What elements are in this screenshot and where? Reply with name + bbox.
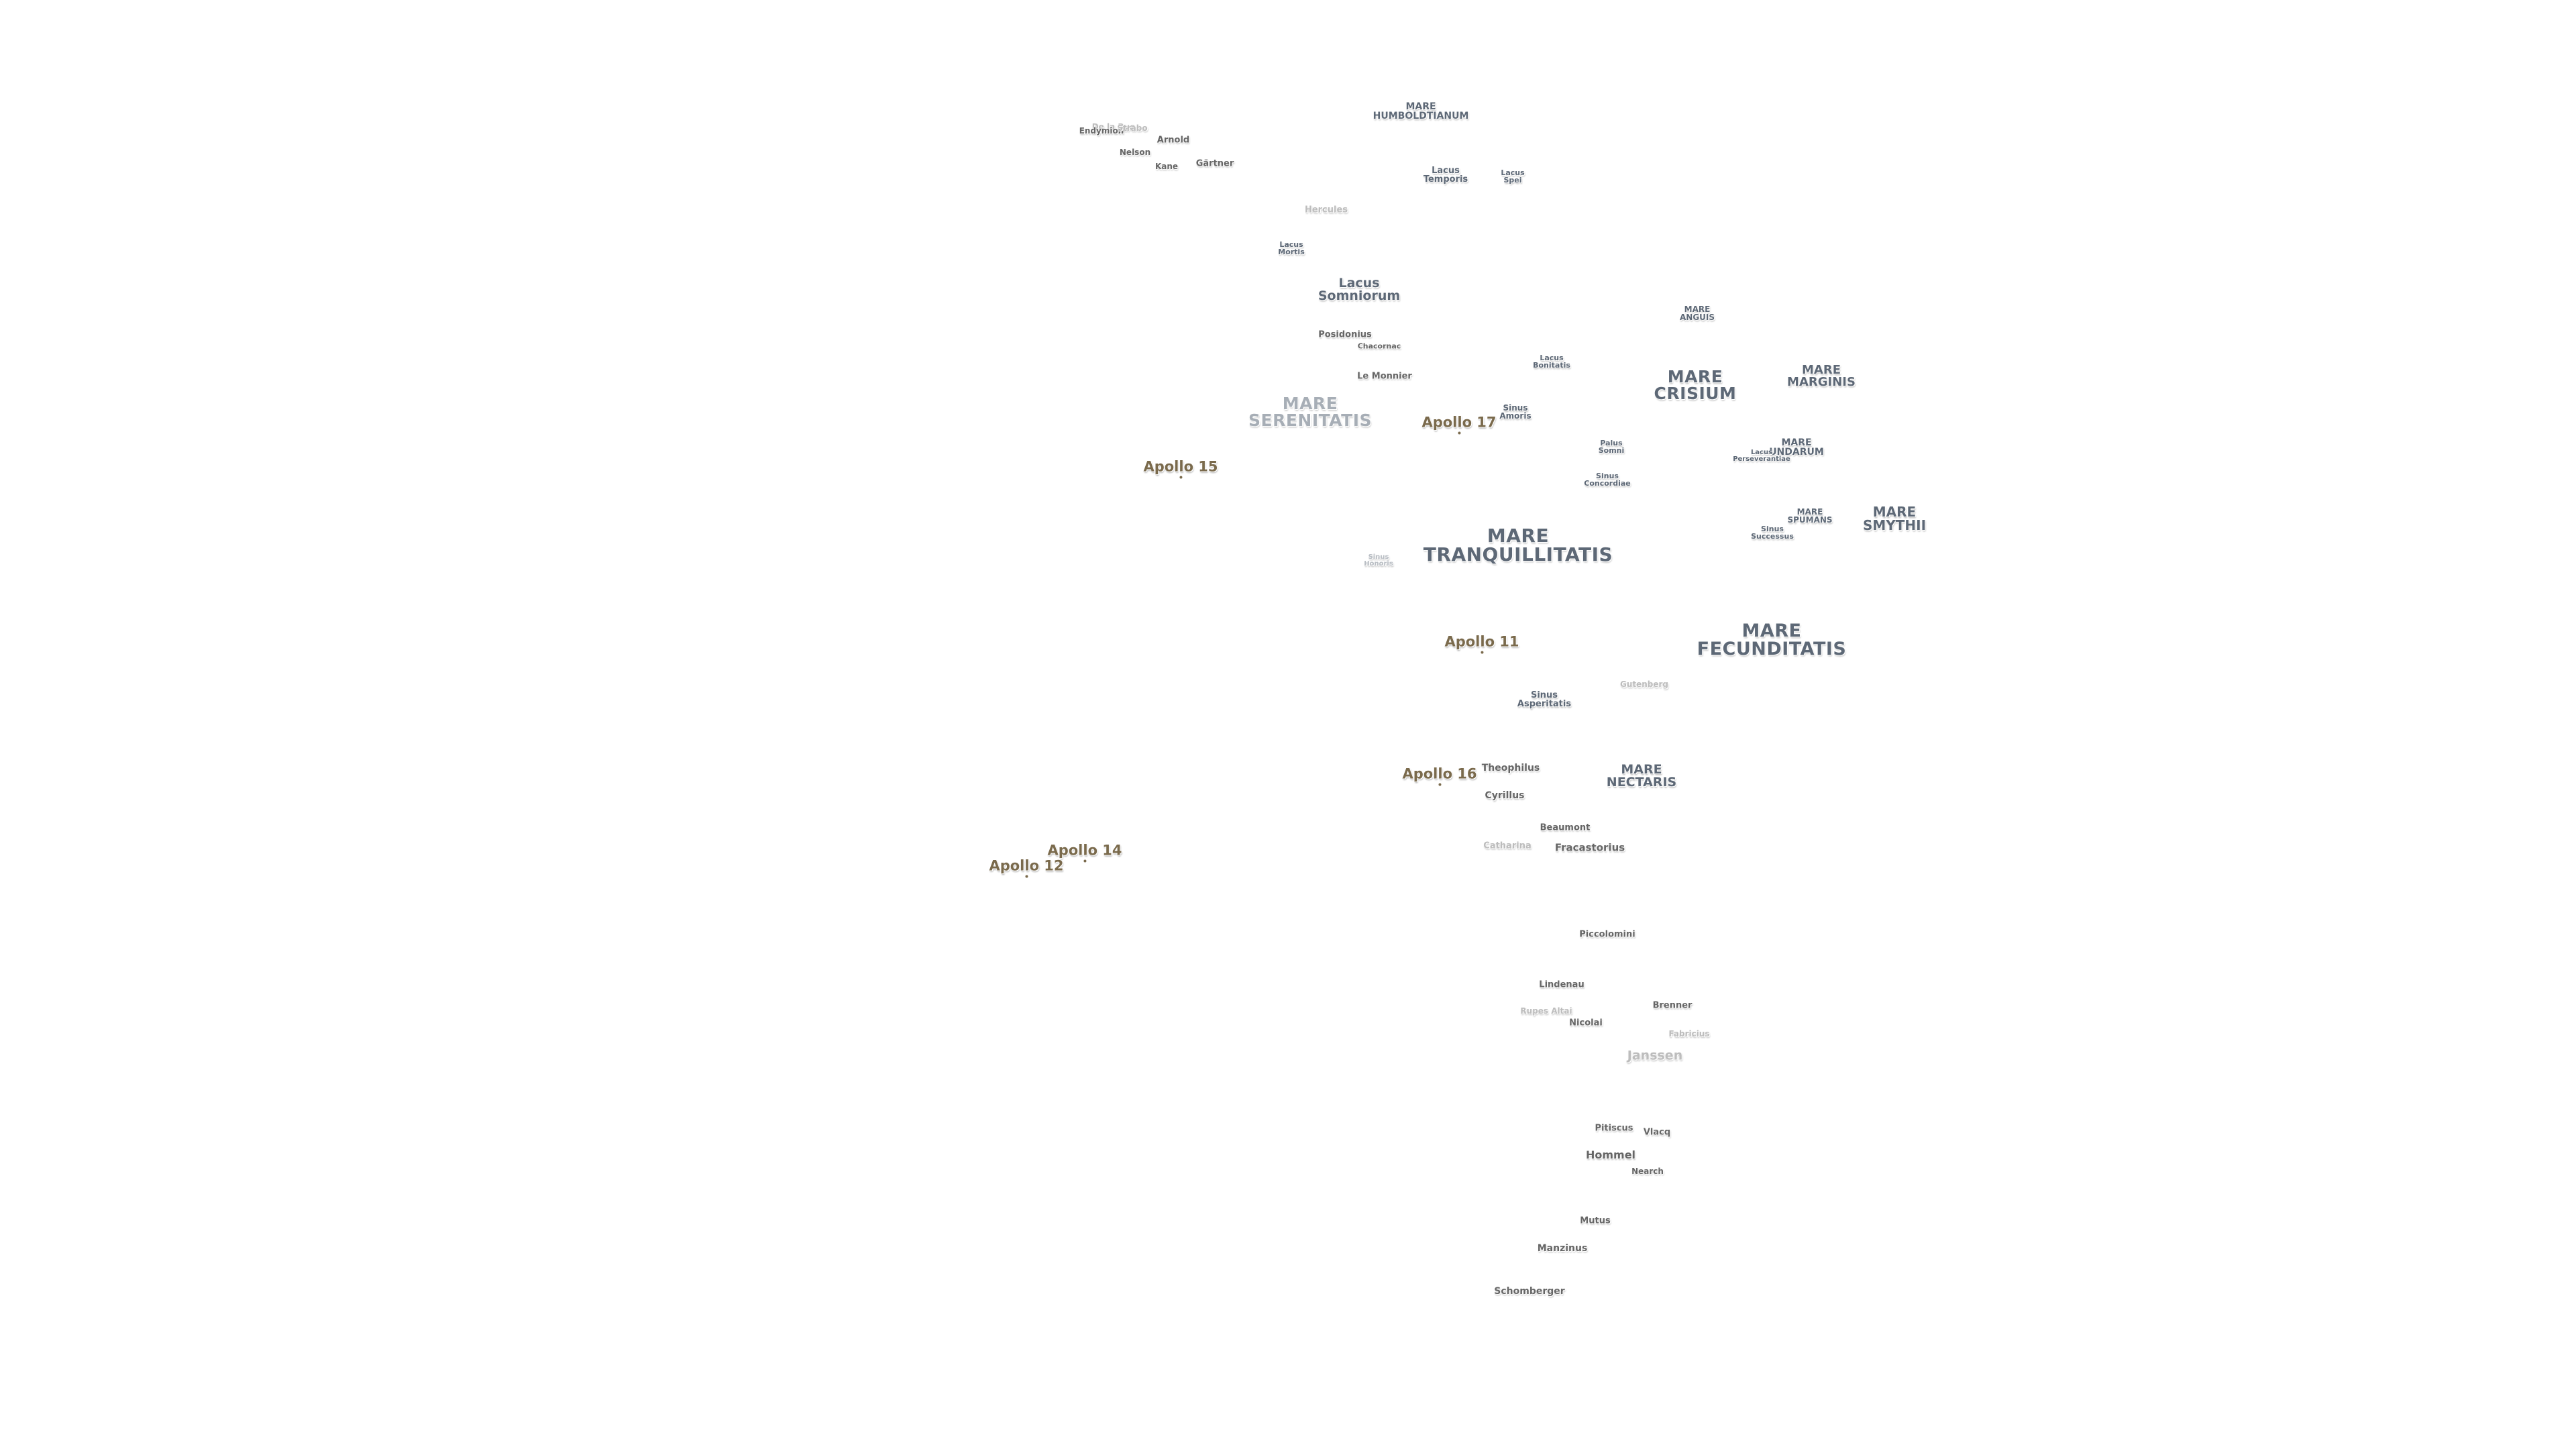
apollo-15-site[interactable]: Apollo 15 <box>1143 460 1218 479</box>
crater-hommel-label[interactable]: Hommel <box>1585 1148 1636 1161</box>
crater-nicolai-label[interactable]: Nicolai <box>1569 1018 1603 1028</box>
apollo-16-site[interactable]: Apollo 16 <box>1402 767 1477 786</box>
lacus-somniorum-label[interactable]: Lacus Somniorum <box>1318 276 1401 303</box>
crater-de-la-rue-label[interactable]: De la Rue <box>1091 122 1136 131</box>
mare-serenitatis-label[interactable]: MARE SERENITATIS <box>1248 394 1373 430</box>
landing-site-marker-icon <box>1438 783 1441 786</box>
mare-undarum-label[interactable]: MARE UNDARUM <box>1769 437 1824 458</box>
crater-piccolomini-label[interactable]: Piccolomini <box>1579 929 1635 940</box>
mare-nectaris-label[interactable]: MARE NECTARIS <box>1606 762 1677 790</box>
sinus-honoris-label[interactable]: Sinus Honoris <box>1364 553 1393 568</box>
landing-site-marker-icon <box>1024 875 1028 878</box>
crater-posidonius-label[interactable]: Posidonius <box>1318 329 1372 340</box>
palus-somni-label[interactable]: Palus Somni <box>1598 439 1625 455</box>
crater-fracastorius-label[interactable]: Fracastorius <box>1554 841 1625 854</box>
apollo-14-site[interactable]: Apollo 14 <box>1047 843 1122 863</box>
mare-spumans-label[interactable]: MARE SPUMANS <box>1787 507 1833 525</box>
crater-brenner-label[interactable]: Brenner <box>1652 1000 1693 1011</box>
crater-manzinus-label[interactable]: Manzinus <box>1537 1243 1588 1254</box>
mare-tranquillitatis-label[interactable]: MARE TRANQUILLITATIS <box>1423 525 1613 566</box>
crater-nelson-label[interactable]: Nelson <box>1119 148 1151 157</box>
crater-pitiscus-label[interactable]: Pitiscus <box>1595 1123 1633 1134</box>
crater-catharina-label[interactable]: Catharina <box>1483 841 1532 851</box>
mare-marginis-label[interactable]: MARE MARGINIS <box>1787 363 1856 389</box>
crater-mutus-label[interactable]: Mutus <box>1580 1216 1611 1226</box>
landing-site-marker-icon <box>1179 476 1182 479</box>
crater-janssen-label[interactable]: Janssen <box>1627 1048 1683 1063</box>
crater-le-monnier-label[interactable]: Le Monnier <box>1357 371 1412 382</box>
crater-schomberger-label[interactable]: Schomberger <box>1494 1286 1565 1297</box>
apollo-17-site[interactable]: Apollo 17 <box>1421 415 1497 435</box>
crater-kane-label[interactable]: Kane <box>1155 162 1179 171</box>
lacus-mortis-label[interactable]: Lacus Mortis <box>1278 240 1305 256</box>
apollo-12-site[interactable]: Apollo 12 <box>989 859 1064 878</box>
sinus-asperitatis-label[interactable]: Sinus Asperitatis <box>1517 690 1572 709</box>
mare-crisium-label[interactable]: MARE CRISIUM <box>1654 367 1737 403</box>
crater-hercules-label[interactable]: Hercules <box>1304 205 1348 215</box>
mare-humboldtianum-label[interactable]: MARE HUMBOLDTIANUM <box>1373 101 1469 121</box>
crater-fabricius-label[interactable]: Fabricius <box>1668 1029 1710 1038</box>
lacus-bonitatis-label[interactable]: Lacus Bonitatis <box>1533 354 1570 370</box>
lacus-spei-label[interactable]: Lacus Spei <box>1501 168 1525 184</box>
mare-anguis-label[interactable]: MARE ANGUIS <box>1679 305 1715 322</box>
sinus-amoris-label[interactable]: Sinus Amoris <box>1499 403 1532 421</box>
crater-theophilus-label[interactable]: Theophilus <box>1481 763 1540 773</box>
landing-site-marker-icon <box>1480 651 1483 654</box>
landing-site-marker-icon <box>1457 431 1460 435</box>
sinus-successus-label[interactable]: Sinus Successus <box>1751 525 1794 541</box>
crater-chacornac-label[interactable]: Chacornac <box>1357 341 1401 351</box>
crater-gartner-label[interactable]: Gärtner <box>1195 158 1234 169</box>
crater-beaumont-label[interactable]: Beaumont <box>1540 822 1591 833</box>
lacus-perseverantiae-label[interactable]: Lacus Perseverantiae <box>1733 449 1790 463</box>
crater-gutenberg-label[interactable]: Gutenberg <box>1619 680 1669 689</box>
landing-site-marker-icon <box>1083 859 1086 863</box>
crater-cyrillus-label[interactable]: Cyrillus <box>1485 790 1525 801</box>
lacus-temporis-label[interactable]: Lacus Temporis <box>1423 166 1468 184</box>
crater-nearch-label[interactable]: Nearch <box>1631 1167 1664 1176</box>
mare-fecunditatis-label[interactable]: MARE FECUNDITATIS <box>1697 621 1847 659</box>
crater-endymion-label[interactable]: Endymion <box>1079 126 1124 136</box>
crater-arnold-label[interactable]: Arnold <box>1157 135 1190 146</box>
mare-smythii-label[interactable]: MARE SMYTHII <box>1862 504 1927 533</box>
apollo-11-site[interactable]: Apollo 11 <box>1444 635 1519 654</box>
sinus-concordiae-label[interactable]: Sinus Concordiae <box>1584 472 1631 488</box>
crater-lindenau-label[interactable]: Lindenau <box>1539 979 1585 990</box>
crater-vlacq-label[interactable]: Vlacq <box>1643 1127 1671 1138</box>
crater-strabo-label[interactable]: Strabo <box>1117 123 1148 133</box>
rupes-altai-label[interactable]: Rupes Altai <box>1520 1006 1572 1016</box>
